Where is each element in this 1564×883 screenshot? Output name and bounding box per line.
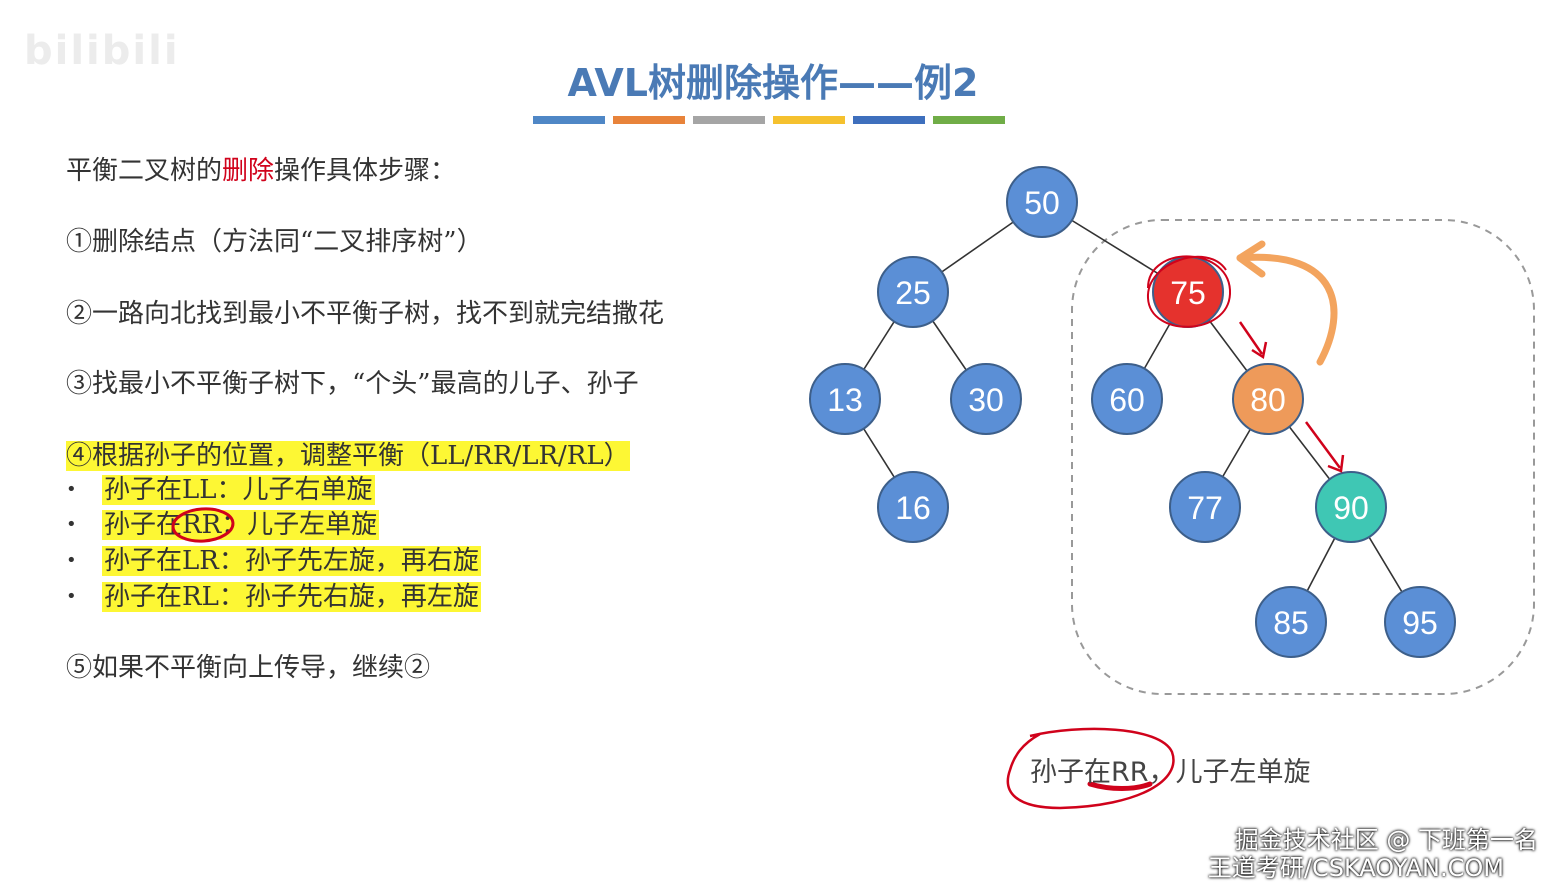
bullet-rl: • 孙子在RL：孙子先右旋，再左旋 xyxy=(66,580,481,614)
bullet-rr-text: 孙子在RR：儿子左单旋 xyxy=(102,510,380,540)
node-label-75: 75 xyxy=(1170,275,1206,311)
tree-node-25: 25 xyxy=(877,256,949,328)
step-1: ①删除结点（方法同“二叉排序树”） xyxy=(66,227,483,257)
node-circle-80 xyxy=(1232,363,1304,435)
node-label-50: 50 xyxy=(1024,185,1060,221)
node-label-80: 80 xyxy=(1250,382,1286,418)
bullet-dot: • xyxy=(66,550,77,571)
node-circle-30 xyxy=(950,363,1022,435)
tree-node-80: 80 xyxy=(1232,363,1304,435)
node-label-90: 90 xyxy=(1333,490,1369,526)
tree-node-85: 85 xyxy=(1255,586,1327,658)
bullet-lr-text: 孙子在LR：孙子先左旋，再右旋 xyxy=(102,546,481,576)
bullet-ll: • 孙子在LL：儿子右单旋 xyxy=(66,473,375,507)
caption-annotation-circle xyxy=(1006,727,1175,810)
node-label-25: 25 xyxy=(895,275,931,311)
rotation-arrow xyxy=(1236,253,1338,366)
node-circle-85 xyxy=(1255,586,1327,658)
node-scribble-75 xyxy=(1146,255,1232,328)
step-3: ③找最小不平衡子树下，“个头”最高的儿子、孙子 xyxy=(66,369,639,399)
tree-nodes: 50 25 75 13 30 60 80 16 77 90 85 95 xyxy=(809,166,1456,658)
credit-juejin: 掘金技术社区 @ 下班第一名 xyxy=(1234,826,1538,854)
title-bar-3 xyxy=(693,116,765,124)
rotation-caption: 孙子在RR，儿子左单旋 xyxy=(1030,750,1311,789)
node-label-85: 85 xyxy=(1273,605,1309,641)
node-circle-50 xyxy=(1006,166,1078,238)
tree-node-90: 90 xyxy=(1315,471,1387,543)
bullet-lr: • 孙子在LR：孙子先左旋，再右旋 xyxy=(66,544,481,578)
title-bar-1 xyxy=(533,116,605,124)
path-arrow-80-90 xyxy=(1304,421,1342,469)
tree-node-75: 75 xyxy=(1146,255,1232,328)
tree-node-60: 60 xyxy=(1091,363,1163,435)
path-arrow-80-90-head xyxy=(1327,454,1345,473)
tree-node-77: 77 xyxy=(1169,471,1241,543)
title-underline-bars xyxy=(533,116,1005,124)
step-5: ⑤如果不平衡向上传导，继续② xyxy=(66,653,431,683)
tree-node-13: 13 xyxy=(809,363,881,435)
bullet-rr: • 孙子在RR：儿子左单旋 xyxy=(66,508,380,542)
path-arrow-75-80 xyxy=(1238,321,1264,355)
node-label-30: 30 xyxy=(968,382,1004,418)
path-arrow-75-80-head xyxy=(1251,341,1268,360)
title-bar-6 xyxy=(933,116,1005,124)
intro-prefix: 平衡二叉树的 xyxy=(66,156,223,186)
node-label-77: 77 xyxy=(1187,490,1223,526)
node-label-13: 13 xyxy=(827,382,863,418)
bullet-rl-text: 孙子在RL：孙子先右旋，再左旋 xyxy=(102,582,481,612)
bullet-dot: • xyxy=(66,514,77,535)
step-4-text: ④根据孙子的位置，调整平衡（LL/RR/LR/RL） xyxy=(66,441,630,471)
title-bar-5 xyxy=(853,116,925,124)
caption-left: 孙子在RR， xyxy=(1030,757,1176,788)
credit-wangdao: 王道考研/CSKAOYAN.COM xyxy=(1207,854,1504,882)
title-bar-2 xyxy=(613,116,685,124)
step-2: ②一路向北找到最小不平衡子树，找不到就完结撒花 xyxy=(66,299,665,329)
intro-line: 平衡二叉树的删除操作具体步骤： xyxy=(66,153,456,189)
bullet-ll-text: 孙子在LL：儿子右单旋 xyxy=(102,475,375,505)
title-bar-4 xyxy=(773,116,845,124)
caption-underline xyxy=(1087,781,1153,791)
tree-node-30: 30 xyxy=(950,363,1022,435)
node-label-95: 95 xyxy=(1402,605,1438,641)
tree-node-95: 95 xyxy=(1384,586,1456,658)
node-circle-60 xyxy=(1091,363,1163,435)
bilibili-watermark: bilibili xyxy=(24,28,180,74)
tree-node-16: 16 xyxy=(877,471,949,543)
node-circle-77 xyxy=(1169,471,1241,543)
slide-title: AVL树删除操作——例2 xyxy=(567,61,979,105)
node-circle-13 xyxy=(809,363,881,435)
node-circle-16 xyxy=(877,471,949,543)
caption-right: 儿子左单旋 xyxy=(1175,757,1311,788)
node-label-60: 60 xyxy=(1109,382,1145,418)
intro-suffix: 操作具体步骤： xyxy=(274,156,457,186)
bullet-dot: • xyxy=(66,479,77,500)
tree-node-50: 50 xyxy=(1006,166,1078,238)
rotation-arrow-head xyxy=(1236,240,1266,278)
node-circle-95 xyxy=(1384,586,1456,658)
node-circle-25 xyxy=(877,256,949,328)
bullet-dot: • xyxy=(66,586,77,607)
node-label-16: 16 xyxy=(895,490,931,526)
step-4: ④根据孙子的位置，调整平衡（LL/RR/LR/RL） xyxy=(66,438,630,474)
node-circle-90 xyxy=(1315,471,1387,543)
intro-highlight-delete: 删除 xyxy=(222,156,275,186)
